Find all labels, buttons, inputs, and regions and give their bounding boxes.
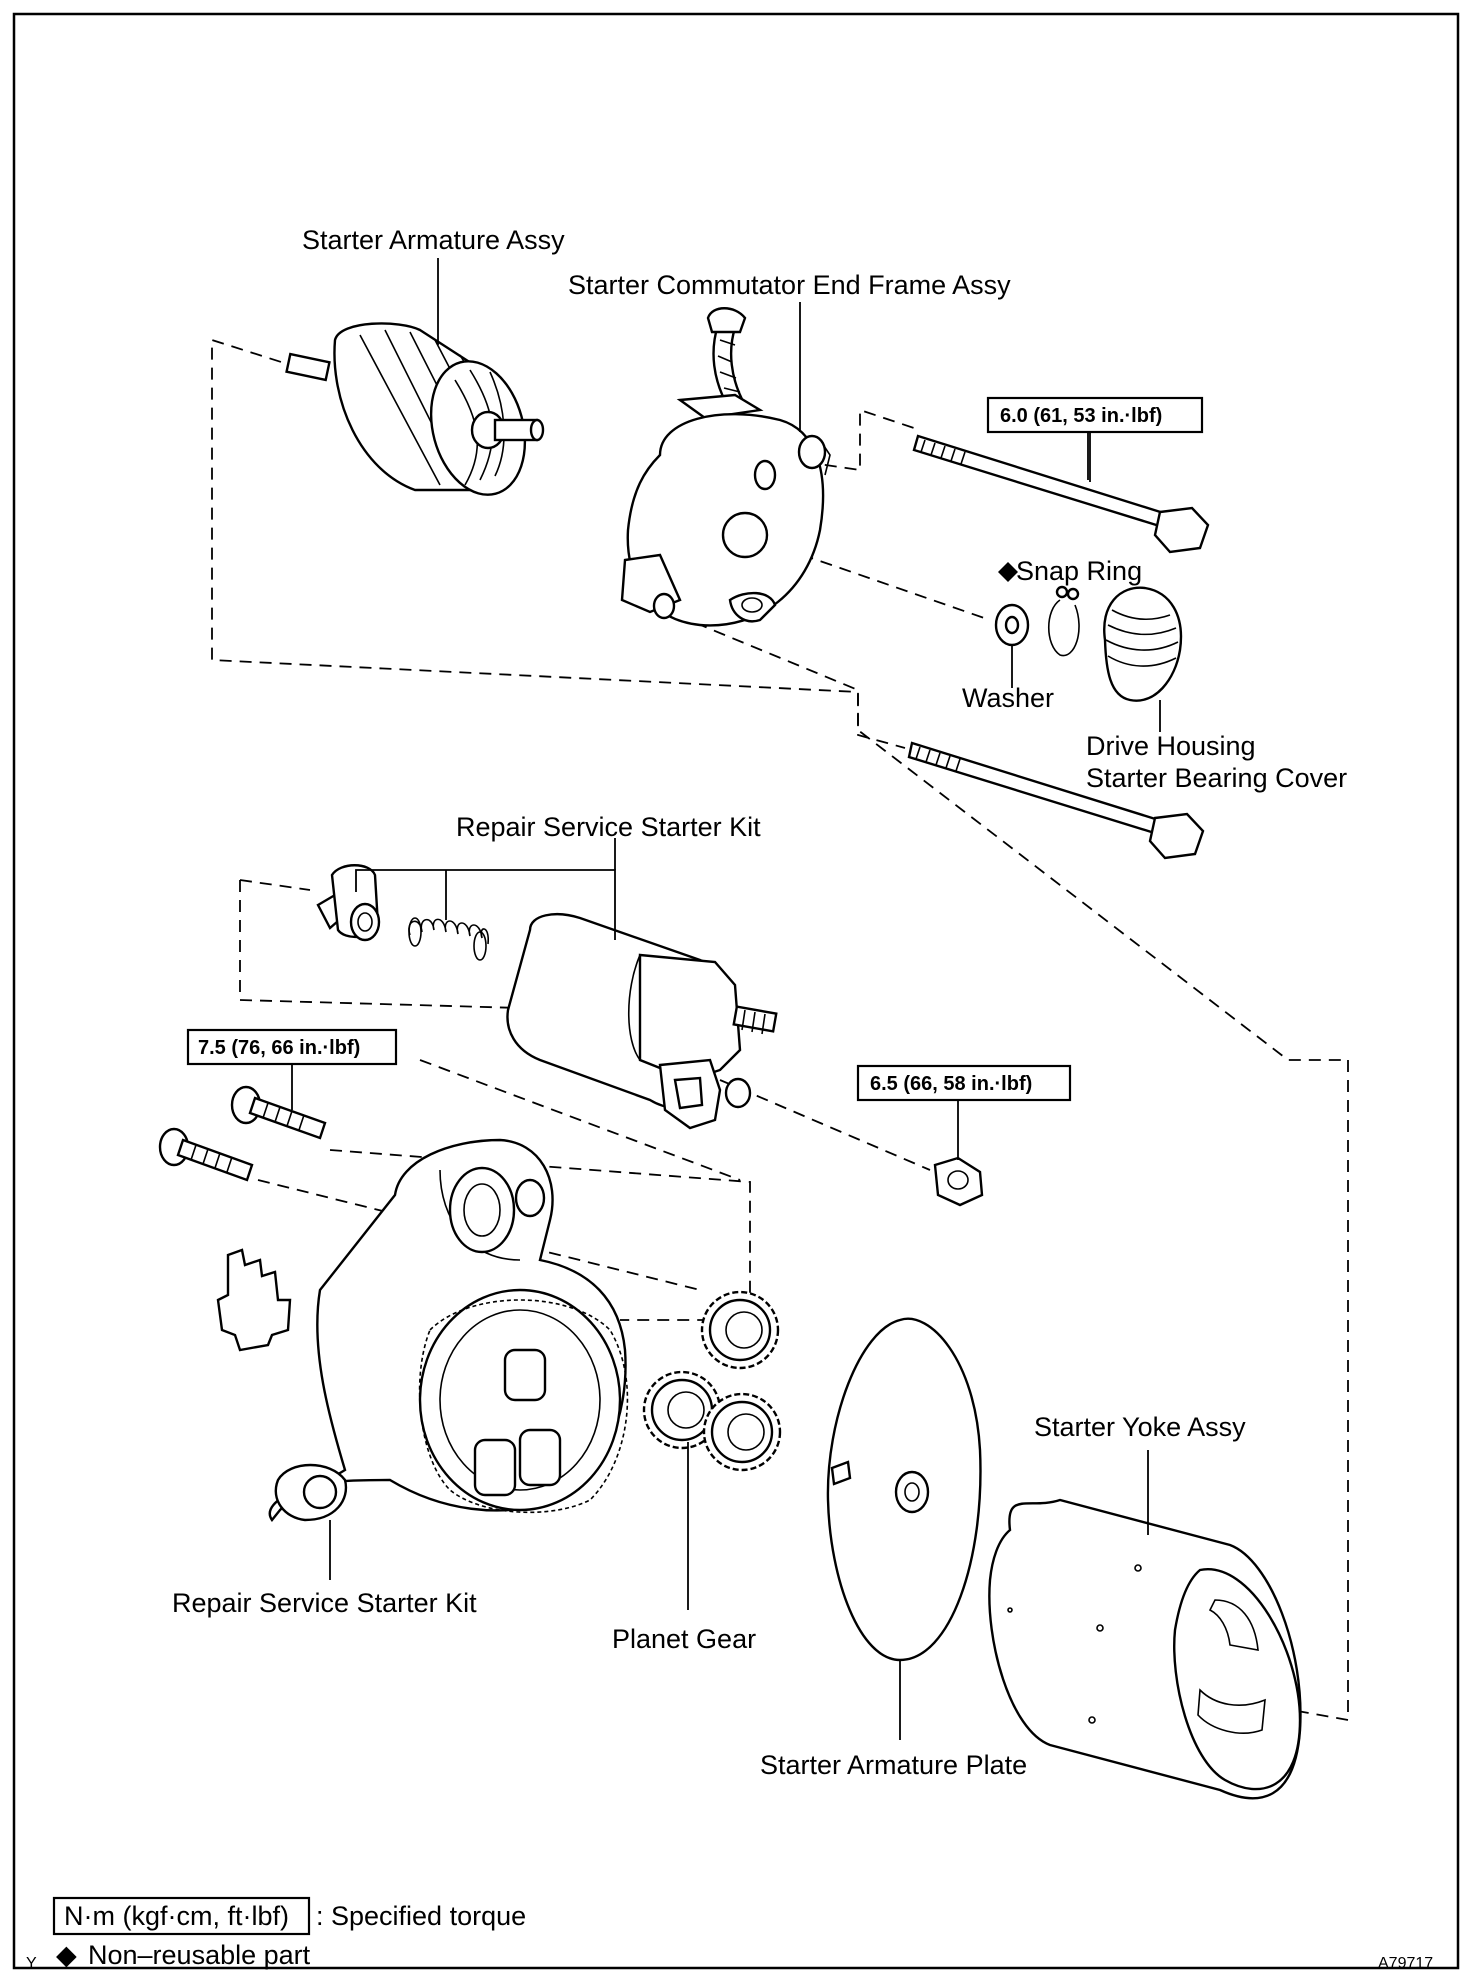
- magnetic-switch: [506, 913, 778, 1130]
- label-planet-gear: Planet Gear: [612, 1624, 756, 1654]
- leader-lines: [291, 258, 1161, 1740]
- washer: [994, 603, 1030, 647]
- planet-gear-right: [702, 1392, 782, 1472]
- starter-yoke-assy: [988, 1498, 1302, 1800]
- legend-torque-units: N·m (kgf·cm, ft·lbf): [64, 1901, 289, 1931]
- label-bearing-cover-line2: Starter Bearing Cover: [1086, 763, 1347, 793]
- housing-bolt-lower: [158, 1127, 254, 1182]
- torque-terminal-nut: 6.5 (66, 58 in.·lbf): [870, 1073, 1032, 1095]
- terminal-nut: [933, 1156, 984, 1207]
- through-bolt-lower: [907, 741, 1205, 860]
- torque-box-terminal-nut: [856, 1064, 1072, 1102]
- legend-diamond-icon: ◆: [56, 1940, 77, 1970]
- starter-armature-plate: [826, 1317, 982, 1662]
- plunger: [316, 864, 381, 942]
- starter-commutator-end-frame-assy: [620, 307, 831, 627]
- snap-ring: [1048, 585, 1080, 657]
- label-snap-ring-group: Snap Ring: [998, 556, 1142, 586]
- torque-through-bolt: 6.0 (61, 53 in.·lbf): [1000, 405, 1162, 427]
- torque-box-through-bolt: [986, 396, 1204, 434]
- label-armature: Starter Armature Assy: [302, 225, 565, 255]
- nonreusable-diamond-icon: [998, 562, 1018, 582]
- torque-box-housing-bolt: [186, 1028, 398, 1066]
- legend-torque-box: [52, 1896, 311, 1936]
- label-washer: Washer: [962, 683, 1054, 713]
- starter-armature-assy: [285, 322, 545, 496]
- legend-nonreusable-text: Non–reusable part: [88, 1940, 311, 1970]
- label-bearing-cover-line1: Drive Housing: [1086, 731, 1256, 761]
- through-bolt-upper: [912, 434, 1210, 554]
- drive-housing-starter-bearing-cover: [1103, 586, 1183, 702]
- label-armature-plate: Starter Armature Plate: [760, 1750, 1027, 1780]
- label-repair-kit-bottom: Repair Service Starter Kit: [172, 1588, 477, 1618]
- drive-housing: [216, 1138, 629, 1523]
- label-commutator: Starter Commutator End Frame Assy: [568, 270, 1011, 300]
- torque-housing-bolt: 7.5 (76, 66 in.·lbf): [198, 1037, 360, 1059]
- diagram-border: [12, 12, 1460, 1970]
- housing-bolt-upper: [230, 1085, 327, 1140]
- figure-id: A79717: [1378, 1955, 1433, 1972]
- corner-mark: Y: [26, 1955, 37, 1972]
- planet-gear-top: [700, 1290, 780, 1370]
- label-snap-ring: Snap Ring: [1016, 556, 1142, 586]
- legend: N·m (kgf·cm, ft·lbf) : Specified torque …: [52, 1896, 526, 1970]
- label-repair-kit-top: Repair Service Starter Kit: [456, 812, 761, 842]
- label-yoke: Starter Yoke Assy: [1034, 1412, 1246, 1442]
- legend-torque-text: : Specified torque: [316, 1901, 526, 1931]
- return-spring: [408, 917, 489, 961]
